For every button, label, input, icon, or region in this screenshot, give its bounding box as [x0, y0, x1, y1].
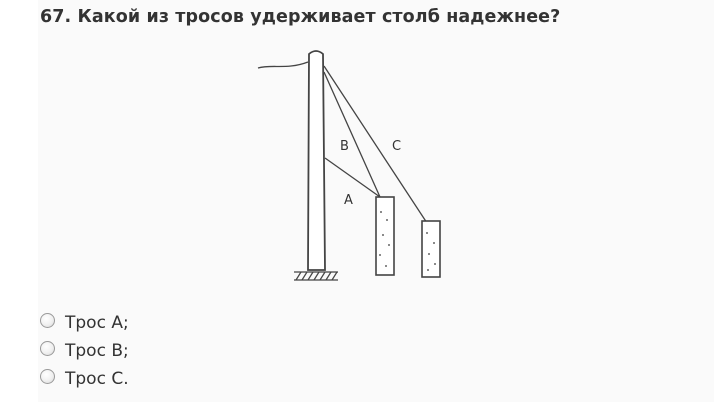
option-b-radio[interactable] [40, 340, 55, 356]
option-b-label: Трос В; [65, 341, 129, 361]
question-title: 67. Какой из тросов удерживает столб над… [40, 7, 561, 27]
cable-a [324, 157, 381, 198]
pole [307, 50, 326, 271]
anchor-block-c [421, 220, 441, 278]
option-c-radio[interactable] [40, 368, 55, 384]
label-b: B [340, 139, 349, 154]
label-a: A [344, 193, 353, 208]
cable-b [323, 71, 381, 198]
pole-base [294, 271, 338, 281]
option-c-label: Трос С. [65, 369, 129, 389]
anchor-block-ab [375, 196, 395, 276]
option-a-label: Трос А; [65, 313, 129, 333]
anchor-block-c-texture [426, 232, 436, 271]
cable-c [323, 65, 428, 224]
pole-cables-figure: B C A [257, 50, 441, 281]
option-a-radio[interactable] [40, 312, 55, 328]
anchor-block-ab-texture [379, 211, 390, 267]
answer-options: Трос А; Трос В; Трос С. [40, 309, 129, 393]
option-a[interactable]: Трос А; [40, 309, 129, 337]
label-c: C [392, 139, 401, 154]
overhead-wire [257, 61, 309, 69]
option-c[interactable]: Трос С. [40, 365, 129, 393]
option-b[interactable]: Трос В; [40, 337, 129, 365]
